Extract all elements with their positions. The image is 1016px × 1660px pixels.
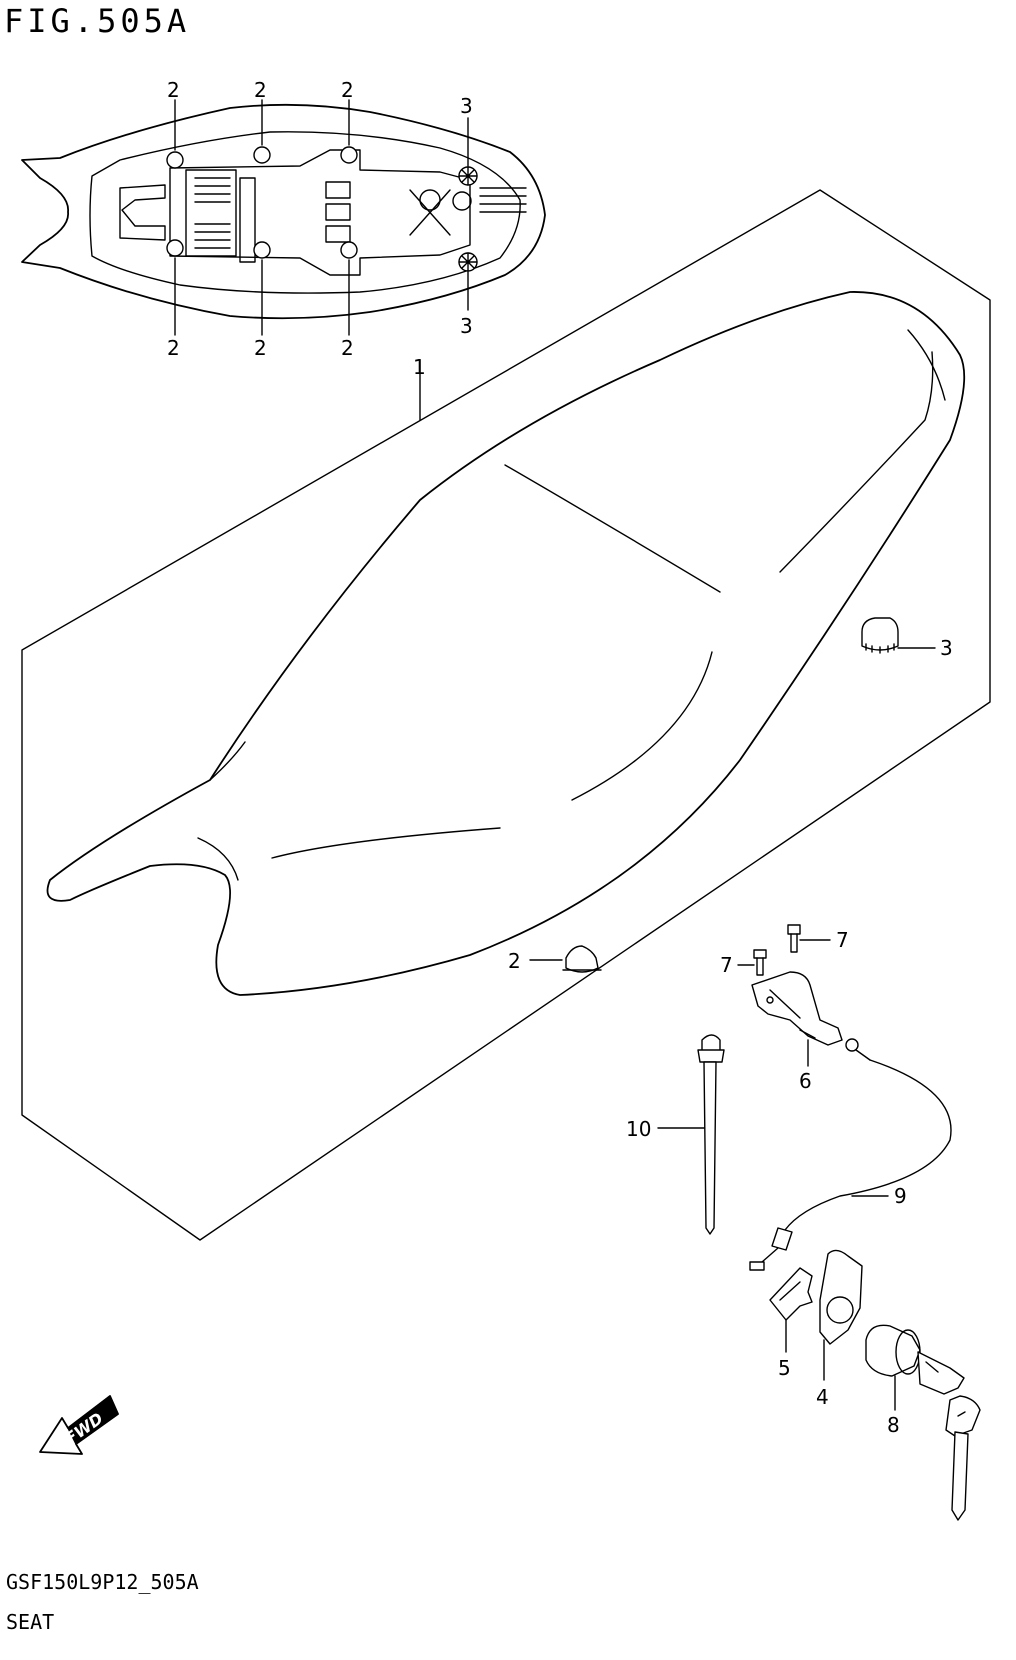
- callout-5-cover: 5: [778, 1356, 791, 1380]
- cushion-2-icon: [529, 945, 602, 973]
- callout-9-cable: 9: [894, 1184, 907, 1208]
- cushion-3-icon: [861, 617, 936, 654]
- figure-code: GSF150L9P12_505A: [6, 1570, 199, 1594]
- callout-2-top-left: 2: [167, 78, 180, 102]
- seat-underside-view: 2 2 2 3 2 2 2 3: [21, 78, 546, 360]
- cable-icon: [749, 1038, 952, 1271]
- callout-2-top-right: 2: [341, 78, 354, 102]
- grommet-icon: [166, 146, 358, 259]
- callout-3-top: 3: [460, 94, 473, 118]
- fwd-arrow-icon: FWD: [39, 1395, 119, 1455]
- callout-2-cushion: 2: [508, 949, 521, 973]
- callout-8-lock: 8: [887, 1413, 900, 1437]
- callout-2-bottom-mid: 2: [254, 336, 267, 360]
- seat-part: 1: [46, 291, 966, 996]
- bolt-icon: [737, 924, 831, 976]
- callout-2-top-mid: 2: [254, 78, 267, 102]
- callout-7-lower: 7: [720, 953, 733, 977]
- key-lock-icon: [865, 1324, 981, 1521]
- latch-bracket-icon: [751, 971, 843, 1067]
- callout-6-bracket: 6: [799, 1069, 812, 1093]
- callout-7-upper: 7: [836, 928, 849, 952]
- callout-2-bottom-left: 2: [167, 336, 180, 360]
- callout-3-cushion: 3: [940, 636, 953, 660]
- lock-plate-icon: [819, 1249, 863, 1381]
- callout-2-bottom-right: 2: [341, 336, 354, 360]
- assembly-outline: [21, 189, 991, 1241]
- lock-cover-icon: [769, 1267, 813, 1353]
- figure-title: FIG.505A: [4, 2, 191, 40]
- callout-10-tie: 10: [626, 1117, 651, 1141]
- damper-icon: [458, 166, 478, 272]
- cable-tie-icon: [657, 1034, 725, 1235]
- figure-name: SEAT: [6, 1610, 55, 1634]
- fwd-label: FWD: [61, 1409, 106, 1449]
- callout-1-seat: 1: [413, 355, 426, 379]
- callout-4-plate: 4: [816, 1385, 829, 1409]
- callout-3-bottom: 3: [460, 314, 473, 338]
